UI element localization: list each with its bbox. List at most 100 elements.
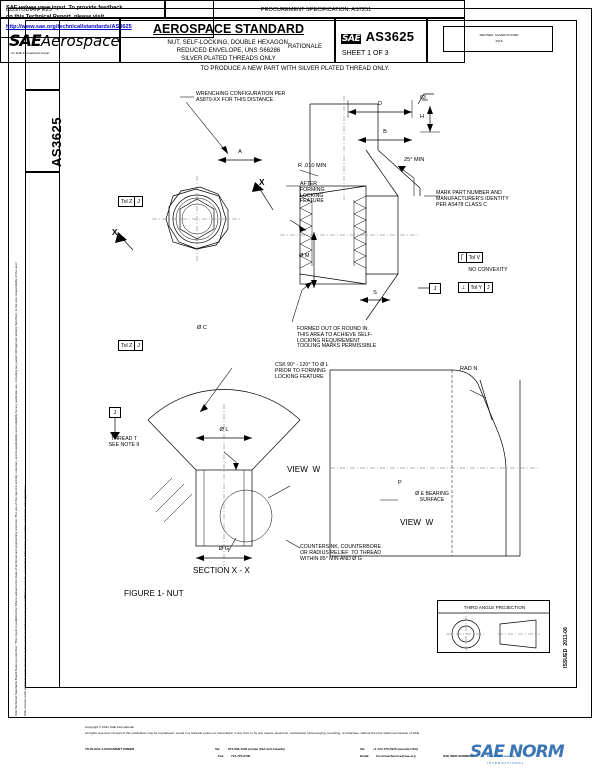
datum-j-mid: J — [109, 407, 121, 418]
revision-stamp-line1: REVISED SILVER PLATED — [479, 33, 519, 37]
annotation-formed-out-of-round: FORMED OUT OF ROUND IN THIS AREA TO ACHI… — [297, 326, 377, 350]
datum-x-2: X — [112, 228, 118, 237]
feedback-link[interactable]: http://www.sae.org/technical/standards/A… — [6, 24, 132, 30]
annotation-marking: MARK PART NUMBER AND MANUFACTURER'S IDEN… — [436, 190, 509, 208]
feedback-line1: SAE values your input. To provide feedba… — [6, 5, 123, 11]
plan-view-hexagon — [152, 176, 242, 262]
view-w-label-2: VIEW W — [400, 518, 434, 527]
section-x-x-label: SECTION X - X — [193, 566, 250, 575]
footer-email-label: Email: — [360, 754, 370, 758]
aerospace-wordmark: Aerospace — [40, 32, 120, 50]
side-tab-bottom — [25, 172, 60, 688]
annotation-counterbore: COUNTERSINK, COUNTERBORE OR RADIUS RELIE… — [300, 544, 381, 562]
section-line-x-x — [115, 182, 274, 251]
sae-badge: SAE — [341, 34, 362, 44]
footer-tel-us: 877-606-7323 (inside USA and Canada) — [228, 747, 285, 751]
dimension-label-S: S — [373, 290, 377, 296]
dimension-S — [360, 297, 390, 303]
dimension-B — [358, 137, 412, 143]
dimension-M — [311, 232, 317, 288]
annotation-after-forming: AFTER FORMING LOCKING FEATURE — [300, 181, 325, 205]
annotation-angle-min: 25° MIN — [404, 157, 425, 163]
annotation-radius-min: R .010 MIN — [298, 163, 327, 169]
dimension-label-P: P — [398, 480, 402, 486]
dimension-label-H: H — [420, 114, 425, 120]
leader-formed-out-of-round — [291, 281, 313, 323]
title-block: CUSTODIAN E25 PROCUREMENT SPECIFICATION:… — [0, 0, 465, 101]
fcf-tol-z-top: Tol Z J — [118, 196, 143, 207]
countersink-view — [147, 367, 301, 566]
perpendicularity-icon: ⊥ — [459, 283, 469, 292]
fcf-tol-z-bottom-value: Tol Z — [119, 341, 136, 350]
projection-label: THIRD ANGLE PROJECTION — [463, 605, 526, 610]
fcf-tol-z-top-datum: J — [137, 198, 140, 205]
custodian-cell: CUSTODIAN E25 — [0, 0, 165, 18]
fcf-tol-v: ⎡ Tol V — [458, 252, 484, 263]
revision-stamp-line2: 2016 — [495, 39, 503, 43]
sae-small-logo: SAE AS3625 — [341, 28, 414, 46]
watermark-subtitle: INTERNATIONAL — [487, 761, 525, 765]
annotation-bearing-surface: Ø E BEARING SURFACE — [415, 491, 449, 503]
footer-fax-label: Fax: — [218, 754, 225, 758]
sae-wordmark: SAE — [9, 31, 42, 50]
side-tab-id: AS3625 — [25, 90, 64, 172]
footer-tel-intl-label: Tel: — [360, 747, 366, 751]
dimension-label-B: B — [383, 129, 387, 135]
datum-x-1: X — [259, 178, 265, 187]
fcf-tol-y-value: Tol Y — [469, 283, 485, 292]
fcf-tol-z-bottom-datum: J — [137, 342, 140, 349]
revision-cell — [427, 18, 465, 63]
dimension-H — [420, 106, 440, 133]
leader-counterbore — [285, 539, 301, 549]
leader-angle-min — [397, 165, 415, 196]
footer-web: http://www.sae.org — [487, 754, 515, 758]
surface-finish-symbol — [417, 93, 434, 105]
leader-radius — [299, 169, 319, 177]
leader-wrenching — [180, 96, 229, 155]
procurement-text: PROCUREMENT SPECIFICATION: AS7251 — [260, 7, 372, 13]
title-cell: AEROSPACE STANDARD NUT, SELF-LOCKING, DO… — [120, 18, 335, 63]
annotation-no-convexity: NO CONVEXITY — [468, 267, 508, 273]
sae-aerospace-logo: SAEAerospace — [9, 31, 120, 51]
title-line-2: REDUCED ENVELOPE, UNS S66286 — [176, 47, 281, 54]
fcf-tol-z-top-value: Tol Z — [119, 197, 136, 206]
doc-number-cell: SAE AS3625 SHEET 1 OF 3 — [335, 18, 427, 63]
sae-norm-watermark: SAE NORM — [470, 742, 565, 762]
dimension-D — [347, 100, 413, 118]
footer-fax: 724-776-0790 — [231, 754, 251, 758]
annotation-rad-n: RAD N — [460, 366, 478, 372]
footer-order-label: TO PLACE A DOCUMENT ORDER — [85, 747, 135, 751]
annotation-thread-note: THREAD T SEE NOTE 9 — [108, 436, 140, 448]
footer-tel-intl: +1 724-776-4970 (outside USA) — [373, 747, 418, 751]
fcf-tol-y-datum: J — [486, 284, 490, 291]
rationale-body: TO PRODUCE A NEW PART WITH SILVER PLATED… — [200, 65, 390, 72]
dimension-label-C: Ø C — [197, 325, 207, 331]
sheet-number: SHEET 1 OF 3 — [342, 50, 389, 57]
dimension-label-D: D — [377, 101, 383, 107]
footer-web-label: SAE WEB ADDRESS: — [443, 754, 475, 758]
dimension-label-G: Ø G — [218, 546, 230, 552]
sae-logo-subtitle: An SAE International Group — [11, 51, 50, 55]
annotation-wrenching: WRENCHING CONFIGURATION PER AS870-XX FOR… — [196, 91, 286, 103]
leader-after-forming — [286, 185, 307, 232]
third-angle-projection-block: THIRD ANGLE PROJECTION — [437, 600, 550, 653]
standard-id: AS3625 — [365, 29, 415, 44]
outer-border — [8, 8, 592, 718]
dimension-label-L: Ø L — [219, 427, 229, 433]
view-w-detail-circle — [219, 485, 291, 553]
doc-class: AEROSPACE STANDARD — [153, 22, 304, 36]
figure-caption: FIGURE 1- NUT — [124, 589, 184, 598]
watermark-text: SAE NORM — [470, 742, 565, 762]
revision-stamp-box: REVISED SILVER PLATED 2016 — [443, 26, 553, 52]
footer-rights: All rights reserved. No part of this pub… — [85, 731, 420, 735]
bearing-surface-view — [329, 369, 540, 557]
sae-logo-cell: SAEAerospace An SAE International Group — [0, 18, 120, 63]
view-w-label-1: VIEW W — [287, 465, 321, 474]
dimension-label-A: A — [238, 149, 242, 155]
side-tab-top — [25, 20, 60, 90]
fcf-tol-y: ⊥ Tol Y J — [458, 282, 493, 293]
